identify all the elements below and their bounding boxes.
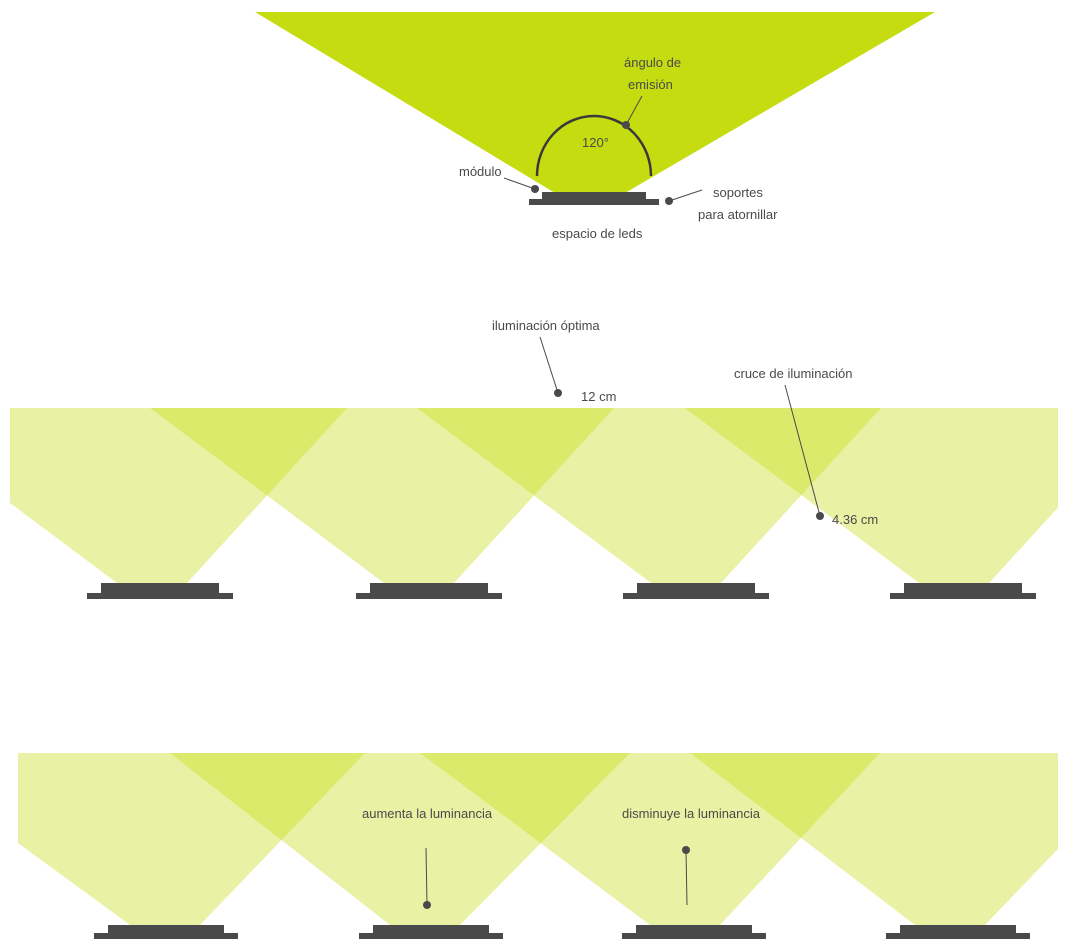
supports-label-line2: para atornillar <box>698 207 778 222</box>
module-supports <box>529 199 659 205</box>
crossing-leader <box>784 384 821 517</box>
beam <box>150 408 614 583</box>
optimal-leader <box>539 336 559 394</box>
angle-value: 120° <box>582 135 609 150</box>
module <box>359 925 503 939</box>
module-body <box>542 192 646 200</box>
module <box>890 583 1036 599</box>
module <box>622 925 766 939</box>
beam <box>10 408 347 583</box>
angle-label-line2: emisión <box>628 77 673 92</box>
supports-label-line1: soportes <box>713 185 763 200</box>
middle-section: iluminación óptima 12 cm cruce de ilumin… <box>10 318 1058 599</box>
increase-leader <box>425 847 428 906</box>
module <box>87 583 233 599</box>
beam <box>170 753 630 925</box>
leds-label: espacio de leds <box>552 226 643 241</box>
angle-leader <box>625 95 643 126</box>
decrease-label: disminuye la luminancia <box>622 806 761 821</box>
top-section: 120° ángulo de emisión módulo soportes p… <box>255 12 935 241</box>
supports-leader <box>668 189 703 202</box>
crossing-value: 4.36 cm <box>832 512 878 527</box>
module <box>623 583 769 599</box>
angle-arc <box>535 114 653 177</box>
emission-beam <box>255 12 935 193</box>
angle-label-line1: ángulo de <box>624 55 681 70</box>
crossing-label: cruce de iluminación <box>734 366 853 381</box>
module-leader <box>503 177 536 190</box>
bottom-section: aumenta la luminancia disminuye la lumin… <box>18 753 1058 939</box>
beam <box>18 753 365 925</box>
optimal-dot <box>554 389 562 397</box>
module-dot <box>531 185 539 193</box>
beam <box>685 408 1058 583</box>
beam <box>420 753 880 925</box>
crossing-dot <box>816 512 824 520</box>
optimal-value: 12 cm <box>581 389 616 404</box>
beam <box>690 753 1058 925</box>
optimal-label: iluminación óptima <box>492 318 600 333</box>
increase-dot <box>423 901 431 909</box>
module <box>356 583 502 599</box>
module <box>94 925 238 939</box>
module <box>886 925 1030 939</box>
beam <box>417 408 881 583</box>
angle-dot <box>622 121 630 129</box>
module-label: módulo <box>459 164 502 179</box>
decrease-leader <box>685 849 688 906</box>
increase-label: aumenta la luminancia <box>362 806 493 821</box>
